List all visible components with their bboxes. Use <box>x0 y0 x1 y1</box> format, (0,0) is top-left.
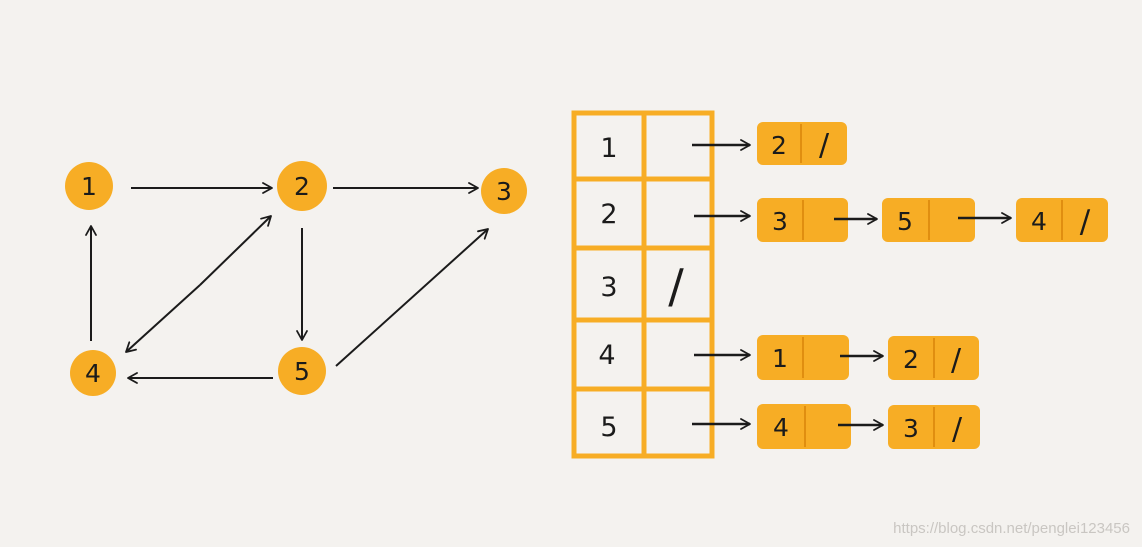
edge-4-to-2 <box>199 215 272 286</box>
null-pointer: / <box>952 412 963 447</box>
vertex-label: 5 <box>600 412 617 443</box>
adjacency-row-4: 4 1 2 / <box>598 335 979 380</box>
list-node-value: 2 <box>903 345 919 374</box>
vertex-table <box>571 110 715 459</box>
vertex-label: 3 <box>600 272 617 303</box>
node-label: 3 <box>496 177 512 206</box>
adjacency-row-1: 1 2 / <box>600 122 847 165</box>
list-node: 4 / <box>1016 198 1108 242</box>
list-node: 3 / <box>888 405 980 449</box>
list-node: 1 <box>757 335 849 380</box>
watermark-text: https://blog.csdn.net/penglei123456 <box>893 520 1130 537</box>
list-node: 2 / <box>757 122 847 165</box>
adjacency-row-5: 5 4 3 / <box>600 404 980 449</box>
graph-edges <box>85 182 489 384</box>
edge-5-to-3 <box>335 228 489 367</box>
adjacency-row-2: 2 3 5 4 / <box>600 198 1108 242</box>
directed-graph: 1 2 3 4 5 <box>65 161 527 396</box>
node-label: 1 <box>81 172 97 201</box>
list-node-value: 1 <box>772 344 788 373</box>
list-node-value: 4 <box>773 413 789 442</box>
list-node-value: 4 <box>1031 207 1047 236</box>
vertex-label: 1 <box>600 133 617 164</box>
node-label: 5 <box>294 357 310 386</box>
node-label: 4 <box>85 359 101 388</box>
node-label: 2 <box>294 172 310 201</box>
graph-node-3: 3 <box>481 168 527 214</box>
adjacency-list: 1 2 / 2 3 5 <box>571 110 1108 459</box>
list-node: 3 <box>757 198 848 242</box>
null-pointer: / <box>1080 204 1091 240</box>
graph-node-2: 2 <box>277 161 327 211</box>
list-node: 5 <box>882 198 975 242</box>
null-pointer: / <box>819 128 830 163</box>
list-node-value: 3 <box>772 207 788 236</box>
list-node: 2 / <box>888 336 979 380</box>
graph-node-4: 4 <box>70 350 116 396</box>
graph-node-1: 1 <box>65 162 113 210</box>
null-pointer: / <box>668 259 684 313</box>
adjacency-row-3: 3 / <box>600 259 684 313</box>
vertex-label: 4 <box>598 340 615 371</box>
null-pointer: / <box>951 343 962 378</box>
list-node-value: 3 <box>903 414 919 443</box>
edge-2-to-4 <box>125 284 201 353</box>
list-node-value: 5 <box>897 207 913 236</box>
graph-node-5: 5 <box>278 347 326 395</box>
list-node-value: 2 <box>771 131 787 160</box>
list-node: 4 <box>757 404 851 449</box>
vertex-label: 2 <box>600 199 617 230</box>
